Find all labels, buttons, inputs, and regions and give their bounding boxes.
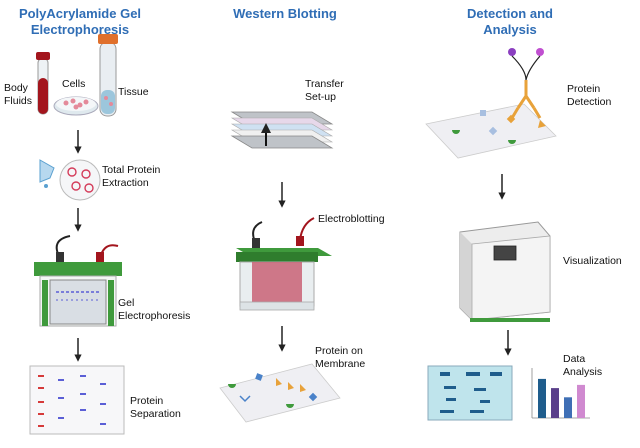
label-cells: Cells [62,78,86,90]
protein-extraction-icon [39,159,101,201]
label-tissue: Tissue [118,86,149,98]
label-electroblotting: Electroblotting [318,213,385,225]
label-total-protein-extraction: Total Protein Extraction [102,164,161,189]
label-gel-electrophoresis: Gel Electrophoresis [118,297,191,322]
membrane-icon [219,363,341,423]
electroblotting-tank-icon [236,217,332,311]
antibody-detection-icon [425,48,557,159]
column-title-page: PolyAcrylamide Gel Electrophoresis [18,6,142,37]
label-visualization: Visualization [563,255,622,267]
column-title-western-blotting: Western Blotting [233,6,337,21]
tissue-tube-icon [98,34,118,117]
label-transfer-setup: Transfer Set-up [305,78,344,103]
data-analysis-chart [531,368,590,419]
chart-bar [551,388,559,418]
separation-gel-icon [29,365,125,435]
transfer-stack-icon [230,111,334,149]
label-body-fluids: Body Fluids [4,82,33,107]
label-protein-on-membrane: Protein on Membrane [315,345,366,370]
label-data-analysis: Data Analysis [563,353,603,378]
blood-tube-icon [36,52,50,115]
imager-device-icon [459,221,551,322]
column-title-detection-analysis: Detection and Analysis [467,6,553,37]
label-protein-detection: Protein Detection [567,83,612,108]
gel-apparatus-icon [34,235,122,327]
blot-image-icon [427,365,513,421]
chart-bar [538,378,546,418]
label-protein-separation: Protein Separation [130,395,181,420]
chart-bar [564,397,572,418]
chart-bar [577,384,585,418]
petri-dish-icon [53,96,99,116]
